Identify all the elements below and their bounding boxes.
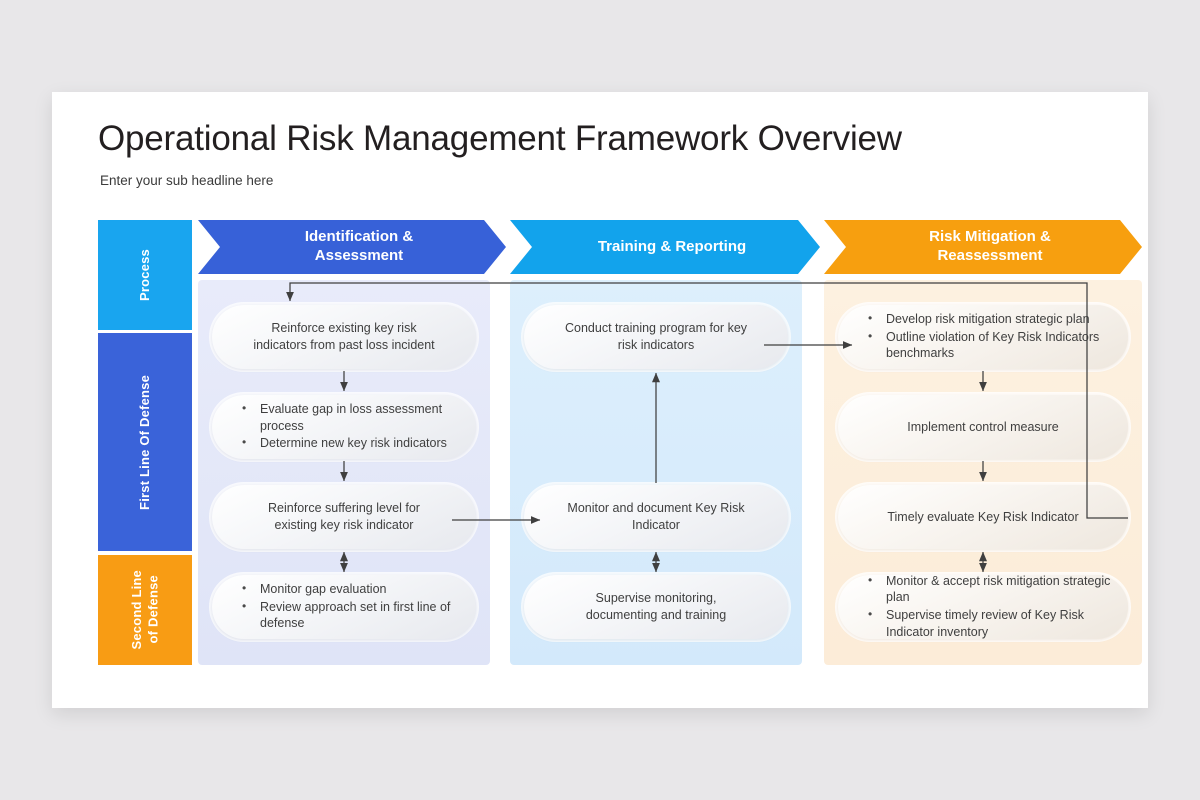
sidebar-item-second-line-label: Second Line of Defense (128, 570, 160, 650)
stage-header-1-label: Identification & Assessment (304, 228, 414, 264)
sidebar-item-first-line-of-defense[interactable]: First Line Of Defense (98, 333, 192, 551)
sidebar-item-first-line-label: First Line Of Defense (136, 374, 152, 510)
card-c3-3-text: Timely evaluate Key Risk Indicator (887, 509, 1079, 524)
card-c2-conduct-training-program[interactable]: Conduct training program for key risk in… (524, 305, 788, 369)
page-subtitle: Enter your sub headline here (100, 173, 274, 188)
card-c3-1-list: Develop risk mitigation strategic plan O… (838, 310, 1128, 363)
card-c1-reinforce-suffering-level[interactable]: Reinforce suffering level for existing k… (212, 485, 476, 549)
card-c1-3-text: Reinforce suffering level for existing k… (268, 501, 420, 532)
list-item: Develop risk mitigation strategic plan (868, 310, 1114, 328)
sidebar-item-process-label: Process (136, 249, 152, 301)
card-c3-implement-control-measure[interactable]: Implement control measure (838, 395, 1128, 459)
card-c3-4-list: Monitor & accept risk mitigation strateg… (838, 572, 1128, 642)
card-c1-monitor-gap-evaluation[interactable]: Monitor gap evaluation Review approach s… (212, 575, 476, 639)
stage-header-risk-mitigation-reassessment[interactable]: Risk Mitigation & Reassessment (824, 220, 1142, 274)
stage-header-2-label: Training & Reporting (597, 237, 747, 255)
card-c2-1-text: Conduct training program for key risk in… (564, 321, 748, 352)
stage-header-3-label: Risk Mitigation & Reassessment (929, 228, 1051, 264)
card-c2-2-text: Monitor and document Key Risk Indicator (567, 501, 745, 532)
sidebar: Process First Line Of Defense Second Lin… (98, 220, 192, 665)
card-c1-4-list: Monitor gap evaluation Review approach s… (212, 580, 476, 633)
card-c1-1-text: Reinforce existing key risk indicators f… (253, 321, 435, 352)
card-c3-develop-risk-mitigation-plan[interactable]: Develop risk mitigation strategic plan O… (838, 305, 1128, 369)
card-c1-2-list: Evaluate gap in loss assessment process … (212, 400, 476, 453)
card-c3-timely-evaluate-kri[interactable]: Timely evaluate Key Risk Indicator (838, 485, 1128, 549)
sidebar-item-second-line-of-defense[interactable]: Second Line of Defense (98, 555, 192, 665)
card-c2-3-text: Supervise monitoring, documenting and tr… (585, 591, 727, 622)
list-item: Review approach set in first line of def… (242, 598, 462, 633)
list-item: Monitor & accept risk mitigation strateg… (868, 572, 1114, 607)
card-c2-supervise-monitoring[interactable]: Supervise monitoring, documenting and tr… (524, 575, 788, 639)
sidebar-item-process[interactable]: Process (98, 220, 192, 330)
list-item: Evaluate gap in loss assessment process (242, 400, 462, 435)
card-c1-reinforce-existing-kri[interactable]: Reinforce existing key risk indicators f… (212, 305, 476, 369)
list-item: Determine new key risk indicators (242, 434, 462, 452)
slide-canvas: Operational Risk Management Framework Ov… (52, 92, 1148, 708)
page-title: Operational Risk Management Framework Ov… (98, 119, 902, 158)
list-item: Monitor gap evaluation (242, 580, 462, 598)
card-c1-evaluate-gap[interactable]: Evaluate gap in loss assessment process … (212, 395, 476, 459)
stage-header-training-reporting[interactable]: Training & Reporting (510, 220, 820, 274)
card-c2-monitor-document-kri[interactable]: Monitor and document Key Risk Indicator (524, 485, 788, 549)
list-item: Supervise timely review of Key Risk Indi… (868, 606, 1114, 641)
card-c3-monitor-accept-risk-mitigation[interactable]: Monitor & accept risk mitigation strateg… (838, 572, 1128, 642)
stage-header-identification-assessment[interactable]: Identification & Assessment (198, 220, 506, 274)
card-c3-2-text: Implement control measure (907, 419, 1059, 434)
list-item: Outline violation of Key Risk Indicators… (868, 328, 1114, 363)
